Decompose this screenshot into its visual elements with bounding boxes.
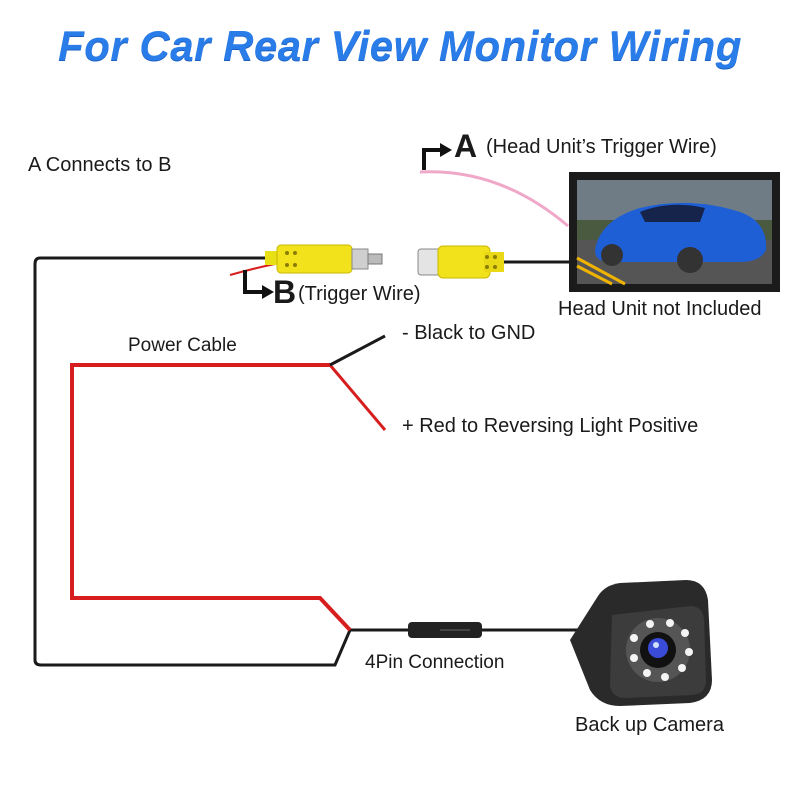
b-marker: B bbox=[273, 274, 297, 310]
head-unit-label: Head Unit not Included bbox=[558, 298, 762, 320]
a-connects-b-label: A Connects to B bbox=[28, 154, 172, 176]
head-unit-monitor bbox=[569, 172, 780, 292]
rca-female-connector bbox=[417, 245, 504, 279]
four-pin-label: 4Pin Connection bbox=[365, 652, 505, 673]
pink-trigger-wire bbox=[419, 170, 569, 228]
rca-male-connector bbox=[265, 244, 383, 274]
black-gnd-label: - Black to GND bbox=[402, 322, 536, 344]
arrow-b-icon bbox=[243, 270, 262, 294]
a-marker: A bbox=[454, 128, 478, 164]
arrow-a-icon bbox=[422, 148, 440, 170]
camera-label: Back up Camera bbox=[575, 714, 724, 736]
red-trigger-wire bbox=[229, 263, 276, 276]
red-positive-lead bbox=[328, 364, 387, 431]
black-gnd-lead bbox=[329, 334, 386, 367]
backup-camera bbox=[570, 580, 712, 706]
red-power-wire bbox=[70, 363, 352, 632]
four-pin-connector bbox=[408, 622, 482, 638]
b-description: (Trigger Wire) bbox=[298, 283, 421, 305]
power-cable-label: Power Cable bbox=[128, 335, 237, 356]
a-description: (Head Unit’s Trigger Wire) bbox=[486, 136, 717, 158]
red-positive-label: + Red to Reversing Light Positive bbox=[402, 415, 699, 437]
black-video-wire bbox=[33, 256, 580, 667]
page-title: For Car Rear View Monitor Wiring bbox=[58, 22, 742, 69]
